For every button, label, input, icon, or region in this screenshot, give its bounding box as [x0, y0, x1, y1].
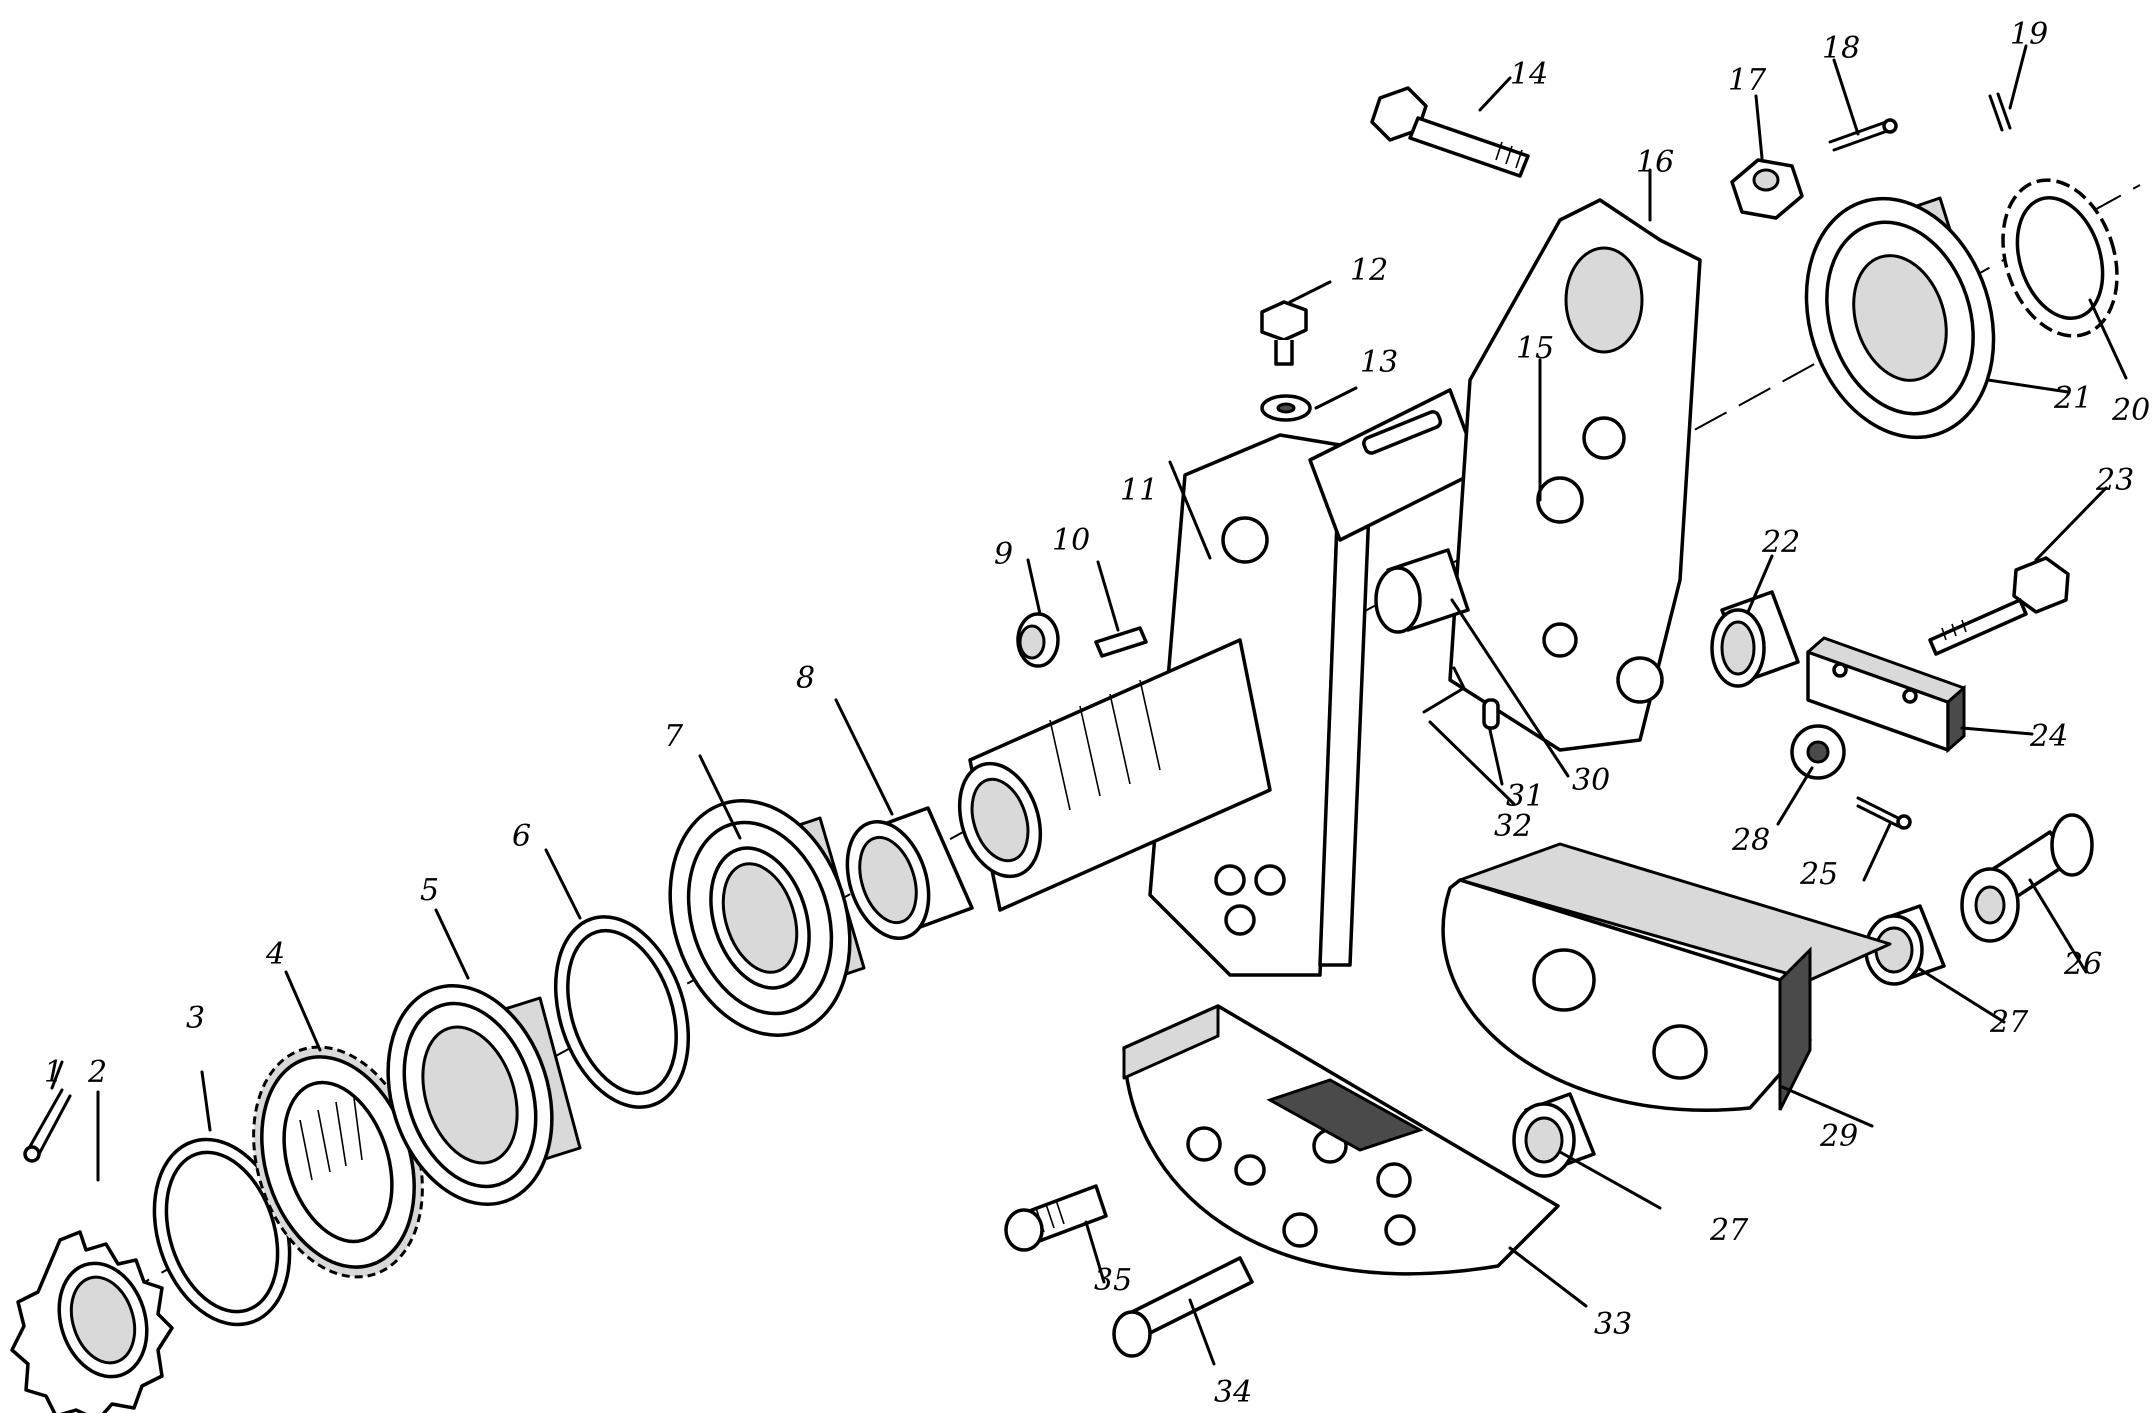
label-18: 18 [1822, 31, 1860, 66]
washer-6 [553, 915, 691, 1109]
label-7: 7 [664, 719, 684, 754]
label-4: 4 [265, 937, 285, 972]
label-15: 15 [1516, 331, 1554, 366]
label-21: 21 [2053, 381, 2092, 416]
label-29: 29 [1819, 1119, 1858, 1154]
bushing-8 [845, 806, 974, 941]
label-17: 17 [1728, 63, 1767, 98]
label-13: 13 [1360, 345, 1398, 380]
label-24: 24 [2029, 719, 2068, 754]
label-14: 14 [1510, 57, 1548, 92]
long-bolt-14 [1370, 86, 1530, 178]
label-2: 2 [87, 1055, 107, 1090]
housing-11 [957, 388, 1482, 977]
pin-34 [1112, 1256, 1254, 1358]
label-16: 16 [1636, 145, 1674, 180]
label-22: 22 [1761, 525, 1800, 560]
label-5: 5 [420, 873, 439, 908]
label-33: 33 [1594, 1307, 1632, 1342]
ring-3 [152, 1137, 292, 1327]
label-30: 30 [1572, 763, 1610, 798]
ball-bearing-7 [668, 799, 866, 1037]
label-3: 3 [186, 1001, 205, 1036]
cotter-pin-19 [1988, 92, 2012, 132]
bracket-16 [1448, 198, 1702, 752]
segment-33 [1122, 1004, 1560, 1276]
cotter-pin-1 [23, 1088, 72, 1163]
castellated-nut-2 [10, 1230, 174, 1413]
label-11: 11 [1120, 473, 1158, 508]
label-23: 23 [2095, 463, 2134, 498]
spring-clip-32 [1422, 666, 1466, 714]
label-27: 27 [1989, 1005, 2029, 1040]
label-35: 35 [1094, 1263, 1132, 1298]
cotter-pin-18 [1828, 118, 1898, 152]
label-32: 32 [1494, 809, 1532, 844]
label-34: 34 [1214, 1375, 1252, 1410]
roller-bearing-21 [1804, 196, 1996, 440]
threaded-pin-35 [1004, 1184, 1108, 1252]
pin-26 [1960, 813, 2094, 943]
leader-lines [50, 44, 2128, 1366]
bolt-12 [1260, 300, 1308, 366]
castellated-nut-20 [2001, 178, 2119, 338]
bushing-22 [1710, 590, 1800, 688]
collar-30 [1374, 548, 1470, 634]
label-8: 8 [796, 661, 815, 696]
lock-washer-13 [1260, 394, 1312, 422]
label-1: 1 [44, 1055, 63, 1090]
slotted-nut-28 [1790, 724, 1846, 780]
label-26: 26 [2063, 947, 2102, 982]
label-9: 9 [994, 537, 1013, 572]
label-12: 12 [1350, 253, 1388, 288]
bushing-27-upper [1864, 904, 1946, 986]
key-10 [1094, 626, 1148, 658]
small-bushing-9 [1016, 612, 1060, 668]
part-labels: 1 2 3 4 5 6 7 8 9 10 11 12 13 14 15 16 1… [44, 17, 2150, 1410]
flanged-bushing-5 [386, 984, 582, 1206]
label-31: 31 [1506, 779, 1544, 814]
label-19: 19 [2010, 17, 2048, 52]
gear-ring-4 [252, 1045, 424, 1279]
slotted-nut-17 [1730, 158, 1804, 220]
label-25: 25 [1799, 857, 1838, 892]
label-27-lower: 27 [1709, 1213, 1749, 1248]
bar-24 [1806, 636, 1966, 754]
bushing-27-lower [1512, 1092, 1596, 1178]
label-20: 20 [2111, 393, 2150, 428]
label-10: 10 [1052, 523, 1090, 558]
cotter-pin-25 [1856, 796, 1912, 830]
label-6: 6 [512, 819, 531, 854]
segment-29 [1441, 842, 1892, 1112]
small-pin-31 [1482, 698, 1500, 730]
label-28: 28 [1731, 823, 1770, 858]
bolt-23 [1928, 556, 2070, 656]
